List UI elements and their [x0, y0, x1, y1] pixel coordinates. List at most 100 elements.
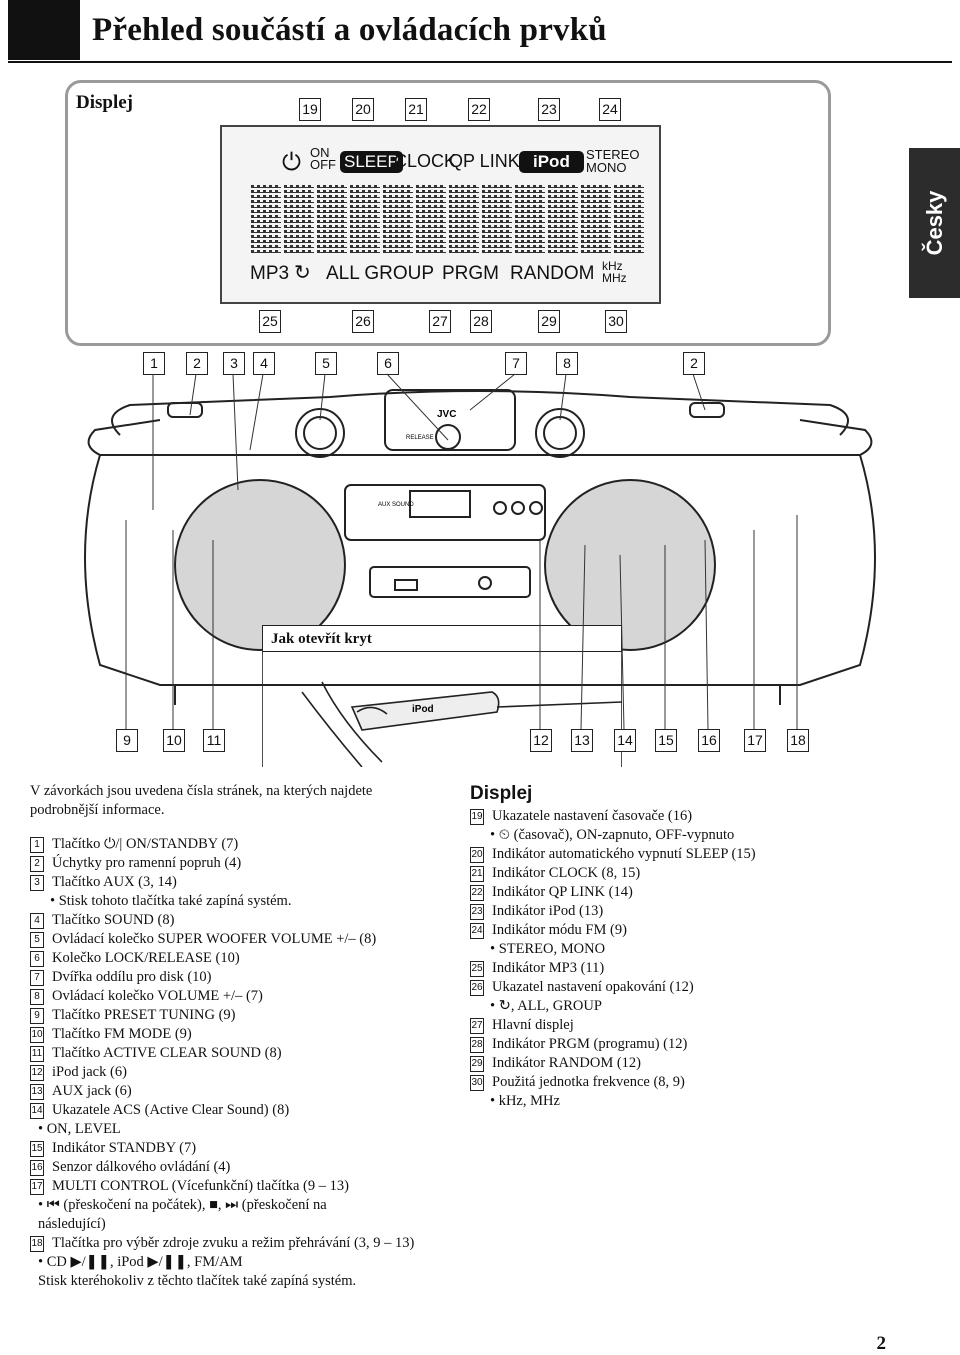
- item-number: 30: [470, 1075, 484, 1091]
- item-number: 29: [470, 1056, 484, 1072]
- sound-label: SOUND: [392, 502, 414, 508]
- list-item: 10 Tlačítko FM MODE (9): [30, 1025, 192, 1044]
- callout-30: 30: [605, 310, 627, 333]
- intro-line-1: V závorkách jsou uvedena čísla stránek, …: [30, 783, 373, 799]
- item-text: Tlačítko ACTIVE CLEAR SOUND (8): [52, 1045, 282, 1061]
- lcd-qp-link: QP LINK: [449, 151, 520, 171]
- item-text: Ukazatele nastavení časovače (16): [492, 808, 693, 824]
- segment-digit: [350, 183, 380, 255]
- segment-digit: [416, 183, 446, 255]
- item-number: 27: [470, 1018, 484, 1034]
- lcd-mp3: MP3: [250, 263, 290, 284]
- callout-24: 24: [599, 98, 621, 121]
- item-number: 7: [30, 970, 44, 986]
- item-number: 21: [470, 866, 484, 882]
- item-text: Indikátor QP LINK (14): [492, 884, 633, 900]
- segment-digit: [614, 183, 644, 255]
- list-subitem: • kHz, MHz: [490, 1093, 560, 1109]
- item-text: iPod jack (6): [52, 1064, 127, 1080]
- segment-digit: [581, 183, 611, 255]
- callout-26: 26: [352, 310, 374, 333]
- item-number: 26: [470, 980, 484, 996]
- callout-12: 12: [530, 729, 552, 752]
- list-subitem: • ON, LEVEL: [38, 1121, 121, 1137]
- aux-label: AUX: [378, 502, 390, 508]
- release-label: RELEASE: [406, 435, 434, 441]
- cover-caption: Jak otevřít kryt: [262, 625, 622, 652]
- item-text: Kolečko LOCK/RELEASE (10): [52, 950, 240, 966]
- item-number: 25: [470, 961, 484, 977]
- list-item: 3 Tlačítko AUX (3, 14): [30, 873, 177, 892]
- item-text: Senzor dálkového ovládání (4): [52, 1159, 231, 1175]
- item-text: Indikátor iPod (13): [492, 903, 604, 919]
- lcd-sleep: SLEEP: [340, 151, 403, 173]
- item-number: 24: [470, 923, 484, 939]
- list-subitem: • STEREO, MONO: [490, 941, 606, 957]
- item-number: 4: [30, 913, 44, 929]
- list-subitem: následující): [38, 1216, 106, 1232]
- language-tab-label: Česky: [921, 190, 947, 256]
- jvc-logo-text: JVC: [437, 409, 456, 420]
- display-list-heading: Displej: [470, 783, 533, 804]
- callout-9: 9: [116, 729, 138, 752]
- segment-digit: [284, 183, 314, 255]
- item-number: 8: [30, 989, 44, 1005]
- list-subitem: • ↻, ALL, GROUP: [490, 998, 602, 1014]
- item-number: 13: [30, 1084, 44, 1100]
- callout-15: 15: [655, 729, 677, 752]
- callout-20: 20: [352, 98, 374, 121]
- item-number: 22: [470, 885, 484, 901]
- segment-digit: [317, 183, 347, 255]
- lcd-on: ON: [310, 145, 330, 160]
- repeat-icon: ↻: [294, 262, 311, 284]
- item-text: Tlačítko FM MODE (9): [52, 1026, 192, 1042]
- cover-opening-illustration: iPod: [262, 652, 622, 767]
- item-number: 10: [30, 1027, 44, 1043]
- item-text: Ukazatele ACS (Active Clear Sound) (8): [52, 1102, 290, 1118]
- item-text: Tlačítko ⏻/| ON/STANDBY (7): [52, 836, 239, 852]
- lcd-off: OFF: [310, 157, 336, 172]
- item-number: 2: [30, 856, 44, 872]
- item-text: Tlačítko AUX (3, 14): [52, 874, 177, 890]
- callout-13: 13: [571, 729, 593, 752]
- callout-22: 22: [468, 98, 490, 121]
- item-text: Indikátor PRGM (programu) (12): [492, 1036, 688, 1052]
- item-text: Dvířka oddílu pro disk (10): [52, 969, 212, 985]
- segment-digit: [548, 183, 578, 255]
- callout-5: 5: [315, 352, 337, 375]
- list-subitem: Stisk kteréhokoliv z těchto tlačítek tak…: [38, 1273, 357, 1289]
- item-number: 5: [30, 932, 44, 948]
- callout-4: 4: [253, 352, 275, 375]
- callout-leader-lines: [125, 373, 798, 730]
- segment-digit: [449, 183, 479, 255]
- list-item: 29 Indikátor RANDOM (12): [470, 1054, 641, 1073]
- callout-7: 7: [505, 352, 527, 375]
- language-tab: Česky: [909, 148, 960, 298]
- item-number: 18: [30, 1236, 44, 1252]
- callout-14: 14: [614, 729, 636, 752]
- intro-text: V závorkách jsou uvedena čísla stránek, …: [30, 782, 450, 820]
- item-number: 6: [30, 951, 44, 967]
- item-number: 3: [30, 875, 44, 891]
- item-text: Indikátor automatického vypnutí SLEEP (1…: [492, 846, 756, 862]
- item-text: Indikátor RANDOM (12): [492, 1055, 642, 1071]
